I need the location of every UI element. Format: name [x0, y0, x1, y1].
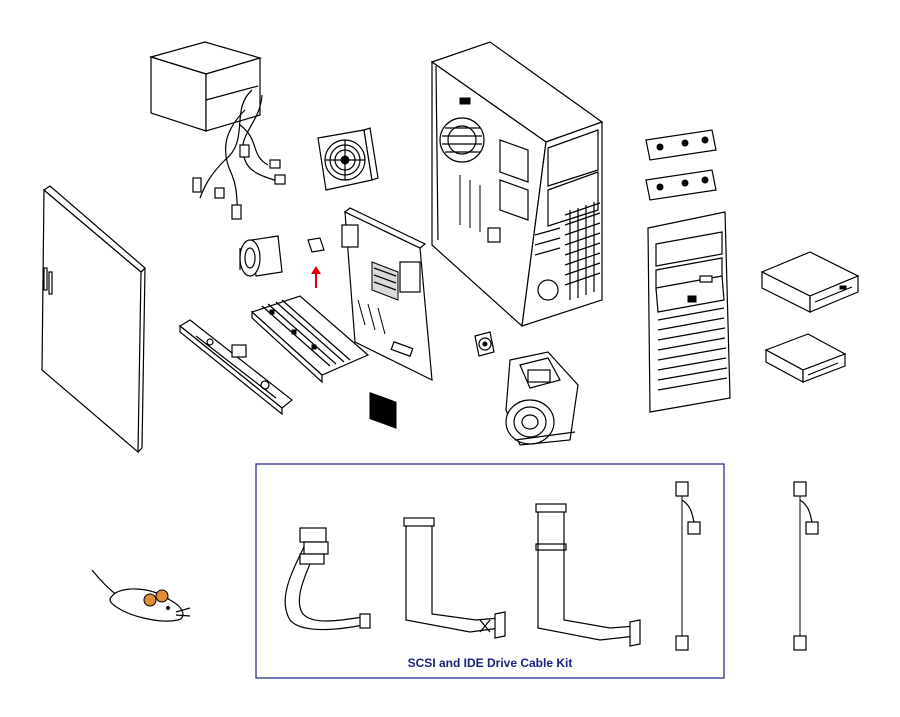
scsi-cable-icon[interactable]: [284, 527, 371, 631]
front-bezel-icon[interactable]: [647, 211, 731, 413]
ide-cable-icon[interactable]: [403, 517, 506, 639]
side-panel-icon[interactable]: [41, 185, 146, 454]
chassis-icon[interactable]: [430, 41, 604, 328]
power-cable-icon[interactable]: [675, 481, 701, 651]
drive-bracket-icon[interactable]: [645, 129, 717, 201]
cable-kit-box: [255, 463, 725, 679]
fan-duct-icon[interactable]: [239, 235, 283, 277]
cable-kit-title: SCSI and IDE Drive Cable Kit: [407, 656, 573, 670]
small-fan-icon[interactable]: [474, 331, 495, 357]
chip-icon[interactable]: [307, 237, 325, 253]
floppy-drive-icon[interactable]: [764, 333, 847, 384]
cpu-fan-shroud-icon[interactable]: [505, 351, 579, 446]
power-cable-icon[interactable]: [793, 481, 819, 651]
fan-icon[interactable]: [317, 127, 379, 191]
motherboard-icon[interactable]: [341, 207, 433, 429]
memory-board-icon[interactable]: [250, 295, 370, 384]
power-supply-icon[interactable]: [148, 41, 263, 132]
optical-drive-icon[interactable]: [760, 251, 860, 313]
mouse-icon[interactable]: [91, 569, 191, 622]
arrow-up-icon: [311, 266, 321, 288]
psu-cable-harness-icon[interactable]: [192, 89, 286, 220]
drive-rail-icon[interactable]: [178, 319, 293, 416]
ide-cable-icon[interactable]: [535, 503, 641, 647]
